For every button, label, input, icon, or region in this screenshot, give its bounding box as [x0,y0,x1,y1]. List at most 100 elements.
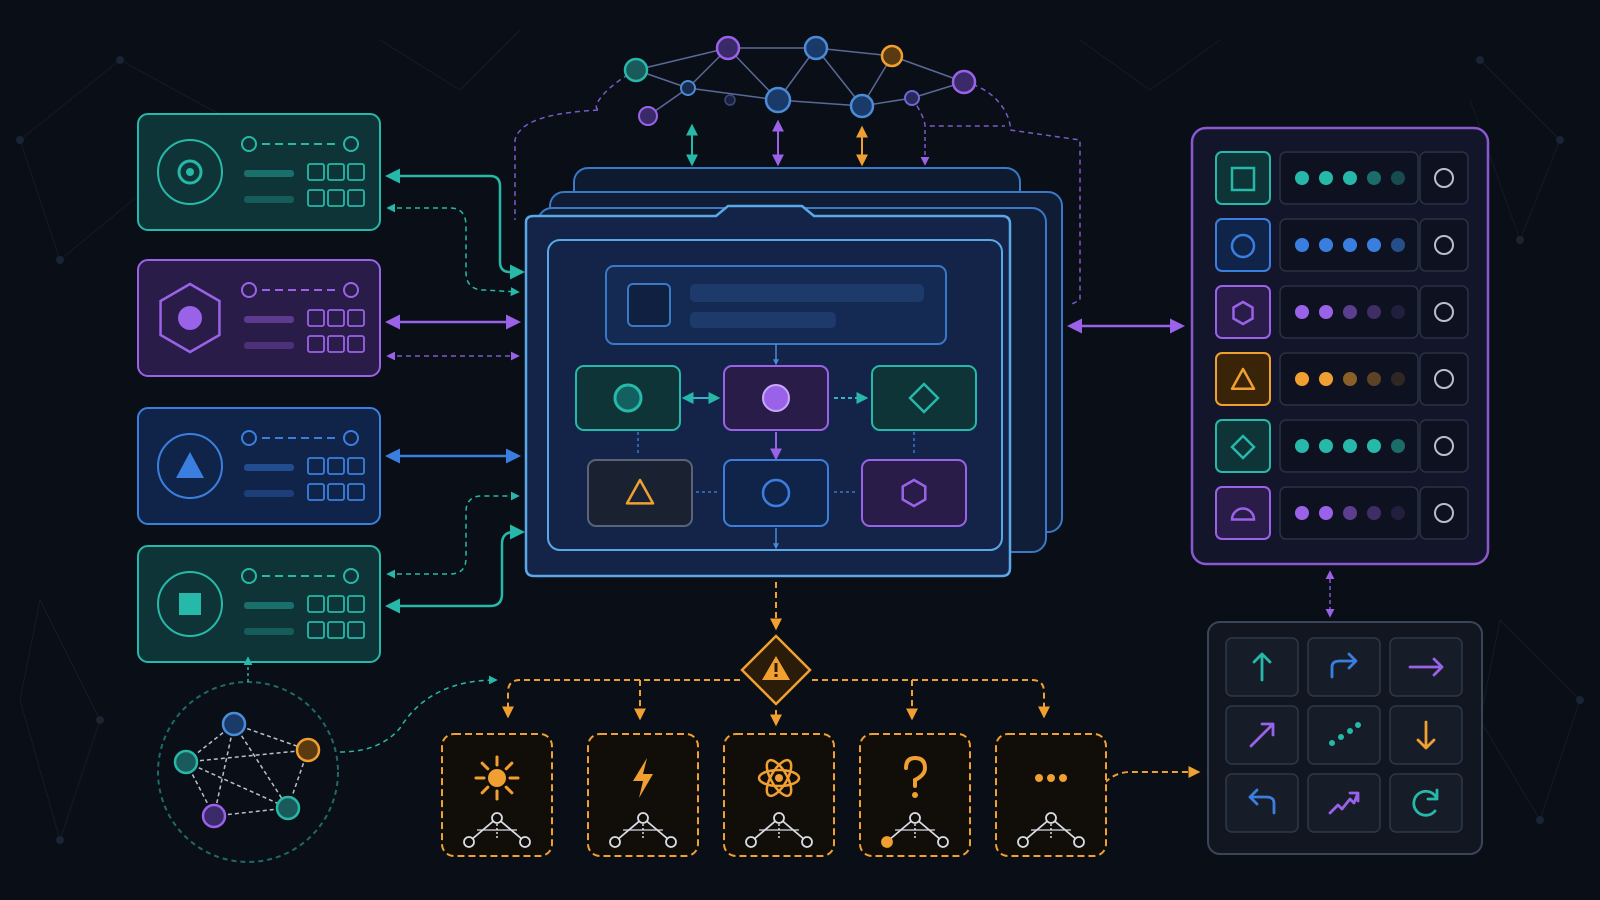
direction-cell[interactable] [1389,773,1463,833]
direction-grid-panel [1207,621,1483,855]
network-node [803,35,829,61]
workflow-node-hexagon[interactable] [861,459,967,527]
direction-cells [1225,637,1463,833]
network-node [849,93,875,119]
workflow-nodes [575,365,977,527]
right-status-panel [1190,126,1490,566]
network-node [715,35,741,61]
status-toggle[interactable] [1434,369,1454,389]
workflow-node-circle[interactable] [575,365,681,431]
status-row[interactable] [1215,486,1469,540]
status-toggle[interactable] [1434,503,1454,523]
workflow-node-diamond[interactable] [871,365,977,431]
peer-node [173,749,199,775]
target-circle-icon [157,139,223,205]
module-card-purple-hexagon[interactable] [137,259,381,377]
circle-icon [761,478,791,508]
diamond-icon [908,382,940,414]
status-progress-dots [1295,305,1405,319]
peer-node [221,711,247,737]
peer-node [295,737,321,763]
sun-icon [474,755,520,801]
half-circle-icon [1230,507,1256,521]
arrow-return-left-icon [1248,788,1276,815]
peer-node [201,803,227,829]
direction-cell[interactable] [1389,637,1463,697]
lightning-icon [633,758,653,798]
network-node [904,90,920,106]
connector-teal-bottom [385,524,525,614]
status-toggle[interactable] [1434,235,1454,255]
arrow-down-icon [1416,720,1436,750]
status-row[interactable] [1215,352,1469,406]
event-card-ellipsis[interactable] [995,733,1107,857]
arrow-turn-right-icon [1330,652,1358,679]
status-progress-dots [1295,372,1405,386]
direction-cell[interactable] [1307,773,1381,833]
zigzag-arrow-icon [1328,791,1360,815]
workflow-node-circle[interactable] [723,459,829,527]
atom-icon [757,758,801,798]
module-card-teal-square[interactable] [137,545,381,663]
branch-tree-icon [745,812,813,848]
branch-tree-icon [881,812,949,848]
status-progress-dots [1295,238,1405,252]
connector-teal-bottom-dashed [386,491,520,579]
direction-cell[interactable] [1225,637,1299,697]
left-connectors [385,168,525,614]
peer-network-circle [157,656,498,863]
arrow-up-icon [1252,652,1272,682]
direction-cell[interactable] [1225,773,1299,833]
direction-cell[interactable] [1225,705,1299,765]
status-row[interactable] [1215,285,1469,339]
status-rows [1215,151,1469,540]
network-node [680,80,696,96]
direction-cell[interactable] [1307,705,1381,765]
module-card-teal-circle[interactable] [137,113,381,231]
event-card-atom[interactable] [723,733,835,857]
hexagon-icon [159,282,221,354]
status-row[interactable] [1215,151,1469,205]
circle-icon [613,383,643,413]
circle-icon [762,384,790,412]
status-row[interactable] [1215,419,1469,473]
warning-node [740,634,812,706]
module-card-blue-triangle[interactable] [137,407,381,525]
event-card-question[interactable] [859,733,971,857]
ellipsis-icon [1035,774,1067,782]
status-progress-dots [1295,439,1405,453]
event-card-sun[interactable] [441,733,553,857]
warning-icon [762,656,790,680]
refresh-icon [1412,788,1439,817]
status-toggle[interactable] [1434,168,1454,188]
connector-teal-top-dashed [386,203,520,297]
network-node [764,86,792,114]
status-progress-dots [1295,506,1405,520]
peer-node [275,795,301,821]
status-toggle[interactable] [1434,302,1454,322]
dotted-diagonal-icon [1329,722,1361,746]
top-network [514,35,1081,306]
network-node [724,94,736,106]
workflow-node-circle[interactable] [723,365,829,431]
hexagon-icon [901,478,927,508]
direction-cell[interactable] [1389,705,1463,765]
status-toggle[interactable] [1434,436,1454,456]
status-progress-dots [1295,171,1405,185]
hexagon-icon [1232,300,1254,326]
panel-header-icon [627,283,671,327]
workflow-node-triangle[interactable] [587,459,693,527]
arrow-up-right-icon [1249,722,1275,748]
connector-teal-top [385,168,525,280]
network-node [638,106,658,126]
status-row[interactable] [1215,218,1469,272]
square-icon [1230,166,1256,192]
event-card-lightning[interactable] [587,733,699,857]
branch-tree-icon [1017,812,1085,848]
central-workflow-panel [524,167,1063,578]
direction-cell[interactable] [1307,637,1381,697]
panel-header-line [690,312,836,328]
triangle-icon [625,478,655,505]
event-cards [441,733,1107,857]
